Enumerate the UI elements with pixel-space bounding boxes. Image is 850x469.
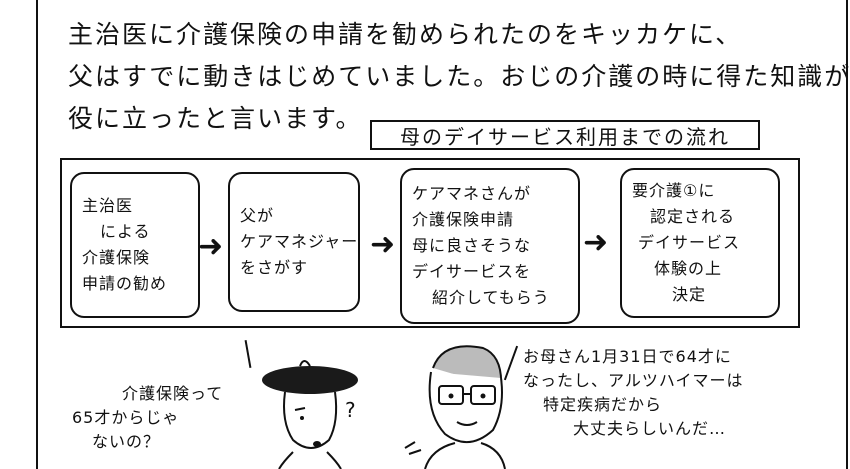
speech-line: 介護保険って [122,384,224,403]
intro-line-3: 役に立ったと言います。 [68,104,363,133]
speech-line: お母さん1月31日で64才に [523,347,732,366]
arrow-right-icon: ➜ [583,225,609,260]
panel-frame [36,0,848,469]
step-line: ケアマネさんが [412,184,532,203]
step-line: 体験の上 [654,259,723,278]
step-line: 紹介してもらう [432,288,550,307]
step-line: デイサービス [638,233,741,252]
flow-step-4: 要介護①に 認定される デイサービス 体験の上 決定 [620,168,780,318]
step-line: 要介護①に [632,181,716,200]
speech-right: お母さん1月31日で64才に なったし、アルツハイマーは 特定疾病だから 大丈夫… [523,345,783,441]
flow-title: 母のデイサービス利用までの流れ [370,120,760,150]
step-line: 父が [240,206,275,225]
step-line: による [100,222,151,241]
step-line: デイサービスを [412,262,532,281]
step-line: 母に良さそうな [412,236,532,255]
step-line: 介護保険 [82,248,151,267]
step-line: 介護保険申請 [412,210,515,229]
flow-step-1: 主治医 による 介護保険 申請の勧め [70,172,200,318]
speech-left: 介護保険って 65才からじゃ ないの？ [72,382,272,454]
speech-line: ないの？ [92,432,161,451]
speech-line: なったし、アルツハイマーは [523,371,744,390]
step-line: ケアマネジャー [240,232,359,251]
speech-line: 大丈夫らしいんだ… [573,419,727,438]
step-line: 申請の勧め [82,274,168,293]
speech-line: 特定疾病だから [543,395,663,414]
intro-line-2: 父はすでに動きはじめていました。おじの介護の時に得た知識が [68,62,850,91]
intro-text: 主治医に介護保険の申請を勧められたのをキッカケに、 父はすでに動きはじめていまし… [68,14,850,140]
step-line: 主治医 [82,196,134,215]
flow-step-3: ケアマネさんが 介護保険申請 母に良さそうな デイサービスを 紹介してもらう [400,168,580,324]
mother-character-illustration [262,360,358,469]
arrow-right-icon: ➜ [198,229,224,264]
arrow-right-icon: ➜ [370,227,396,262]
intro-line-1: 主治医に介護保険の申請を勧められたのをキッカケに、 [68,20,743,49]
flow-frame [60,158,800,328]
father-character-illustration [404,345,506,469]
speech-line: 65才からじゃ [72,408,180,427]
question-mark: ? [345,398,356,422]
flow-step-2: 父が ケアマネジャー をさがす [228,172,360,312]
step-line: 決定 [672,285,707,304]
step-line: をさがす [240,258,309,277]
step-line: 認定される [650,207,736,226]
